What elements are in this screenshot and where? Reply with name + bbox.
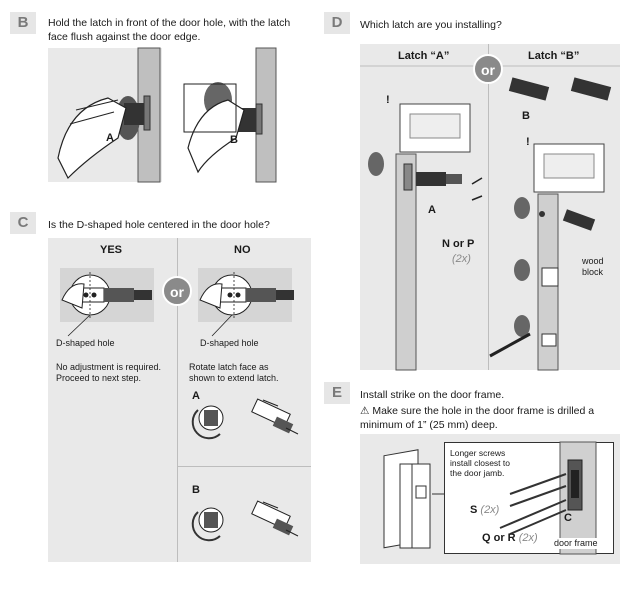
wood-block-line1: wood	[582, 256, 604, 266]
step-d-illustrations	[360, 65, 620, 371]
latch-a-heading: Latch “A”	[398, 50, 450, 62]
yes-heading: YES	[100, 244, 123, 256]
step-e-warning-line2: minimum of 1” (25 mm) deep.	[360, 419, 498, 431]
strike-label-c: C	[564, 512, 572, 524]
latch-b-warning: !	[526, 136, 530, 148]
step-e-warning-line1: ⚠ Make sure the hole in the door frame i…	[360, 405, 595, 417]
step-c-horizontal-divider	[178, 466, 311, 467]
rotation-label-a: A	[192, 390, 200, 402]
step-e-text: Install strike on the door frame.	[360, 389, 505, 401]
s-screws-label: S (2x)	[470, 504, 499, 516]
longer-screws-line3: the door jamb.	[450, 468, 505, 478]
step-d-text: Which latch are you installing?	[360, 19, 502, 31]
longer-screws-line1: Longer screws	[450, 448, 506, 458]
wood-block-line2: block	[582, 267, 604, 277]
rotation-label-b: B	[192, 484, 200, 496]
qr-qty: (2x)	[518, 532, 538, 544]
step-b-door-edge-left	[57, 47, 277, 183]
n-or-p-label: N or P	[442, 238, 475, 250]
no-d-shaped-hole-label: D-shaped hole	[200, 338, 259, 348]
step-b-text-line2: face flush against the door edge.	[48, 31, 201, 43]
yes-d-shaped-hole-label: D-shaped hole	[56, 338, 115, 348]
yes-instruction-line1: No adjustment is required.	[56, 362, 162, 372]
latch-b-heading: Latch “B”	[528, 50, 580, 62]
step-c-latch-illustrations	[60, 268, 299, 542]
n-or-p-qty: (2x)	[452, 253, 471, 265]
qr-label: Q or R	[482, 532, 516, 544]
s-label: S	[470, 504, 478, 516]
step-e-panel: Longer screws install closest to the doo…	[360, 434, 620, 564]
yes-instruction: No adjustment is required. Proceed to ne…	[56, 362, 174, 384]
step-d-or-badge: or	[473, 54, 503, 84]
step-b-text-line1: Hold the latch in front of the door hole…	[48, 17, 291, 29]
door-frame-label: door frame	[552, 538, 600, 549]
step-b-illustration-panel: A B	[48, 47, 308, 183]
step-d-vertical-divider	[488, 44, 489, 370]
wood-block-label: wood block	[582, 256, 604, 278]
no-instruction: Rotate latch face as shown to extend lat…	[189, 362, 307, 384]
longer-screws-note: Longer screws install closest to the doo…	[450, 448, 510, 478]
s-qty: (2x)	[480, 504, 500, 516]
step-d-label-b: B	[522, 110, 530, 122]
step-d-badge: D	[324, 12, 350, 34]
step-c-badge: C	[10, 212, 36, 234]
step-c-or-badge: or	[162, 276, 192, 306]
step-b-text: Hold the latch in front of the door hole…	[48, 16, 318, 44]
qr-screws-label: Q or R (2x)	[482, 532, 538, 544]
no-instruction-line2: shown to extend latch.	[189, 373, 279, 383]
no-heading: NO	[234, 244, 251, 256]
step-e-warning: ⚠ Make sure the hole in the door frame i…	[360, 404, 630, 432]
no-instruction-line1: Rotate latch face as	[189, 362, 269, 372]
step-b-badge: B	[10, 12, 36, 34]
longer-screws-line2: install closest to	[450, 458, 510, 468]
step-d-panel: Latch “A” Latch “B” or ! ! A B N or P (2…	[360, 44, 620, 371]
step-c-panel: YES NO	[48, 238, 311, 562]
step-e-illustrations	[383, 441, 597, 555]
step-e-badge: E	[324, 382, 350, 404]
latch-a-warning: !	[386, 94, 390, 106]
step-d-label-a: A	[428, 204, 436, 216]
step-b-label-a: A	[106, 132, 114, 144]
yes-instruction-line2: Proceed to next step.	[56, 373, 142, 383]
step-b-label-b: B	[230, 134, 238, 146]
step-c-vertical-divider	[177, 238, 178, 562]
step-c-text: Is the D-shaped hole centered in the doo…	[48, 219, 270, 231]
